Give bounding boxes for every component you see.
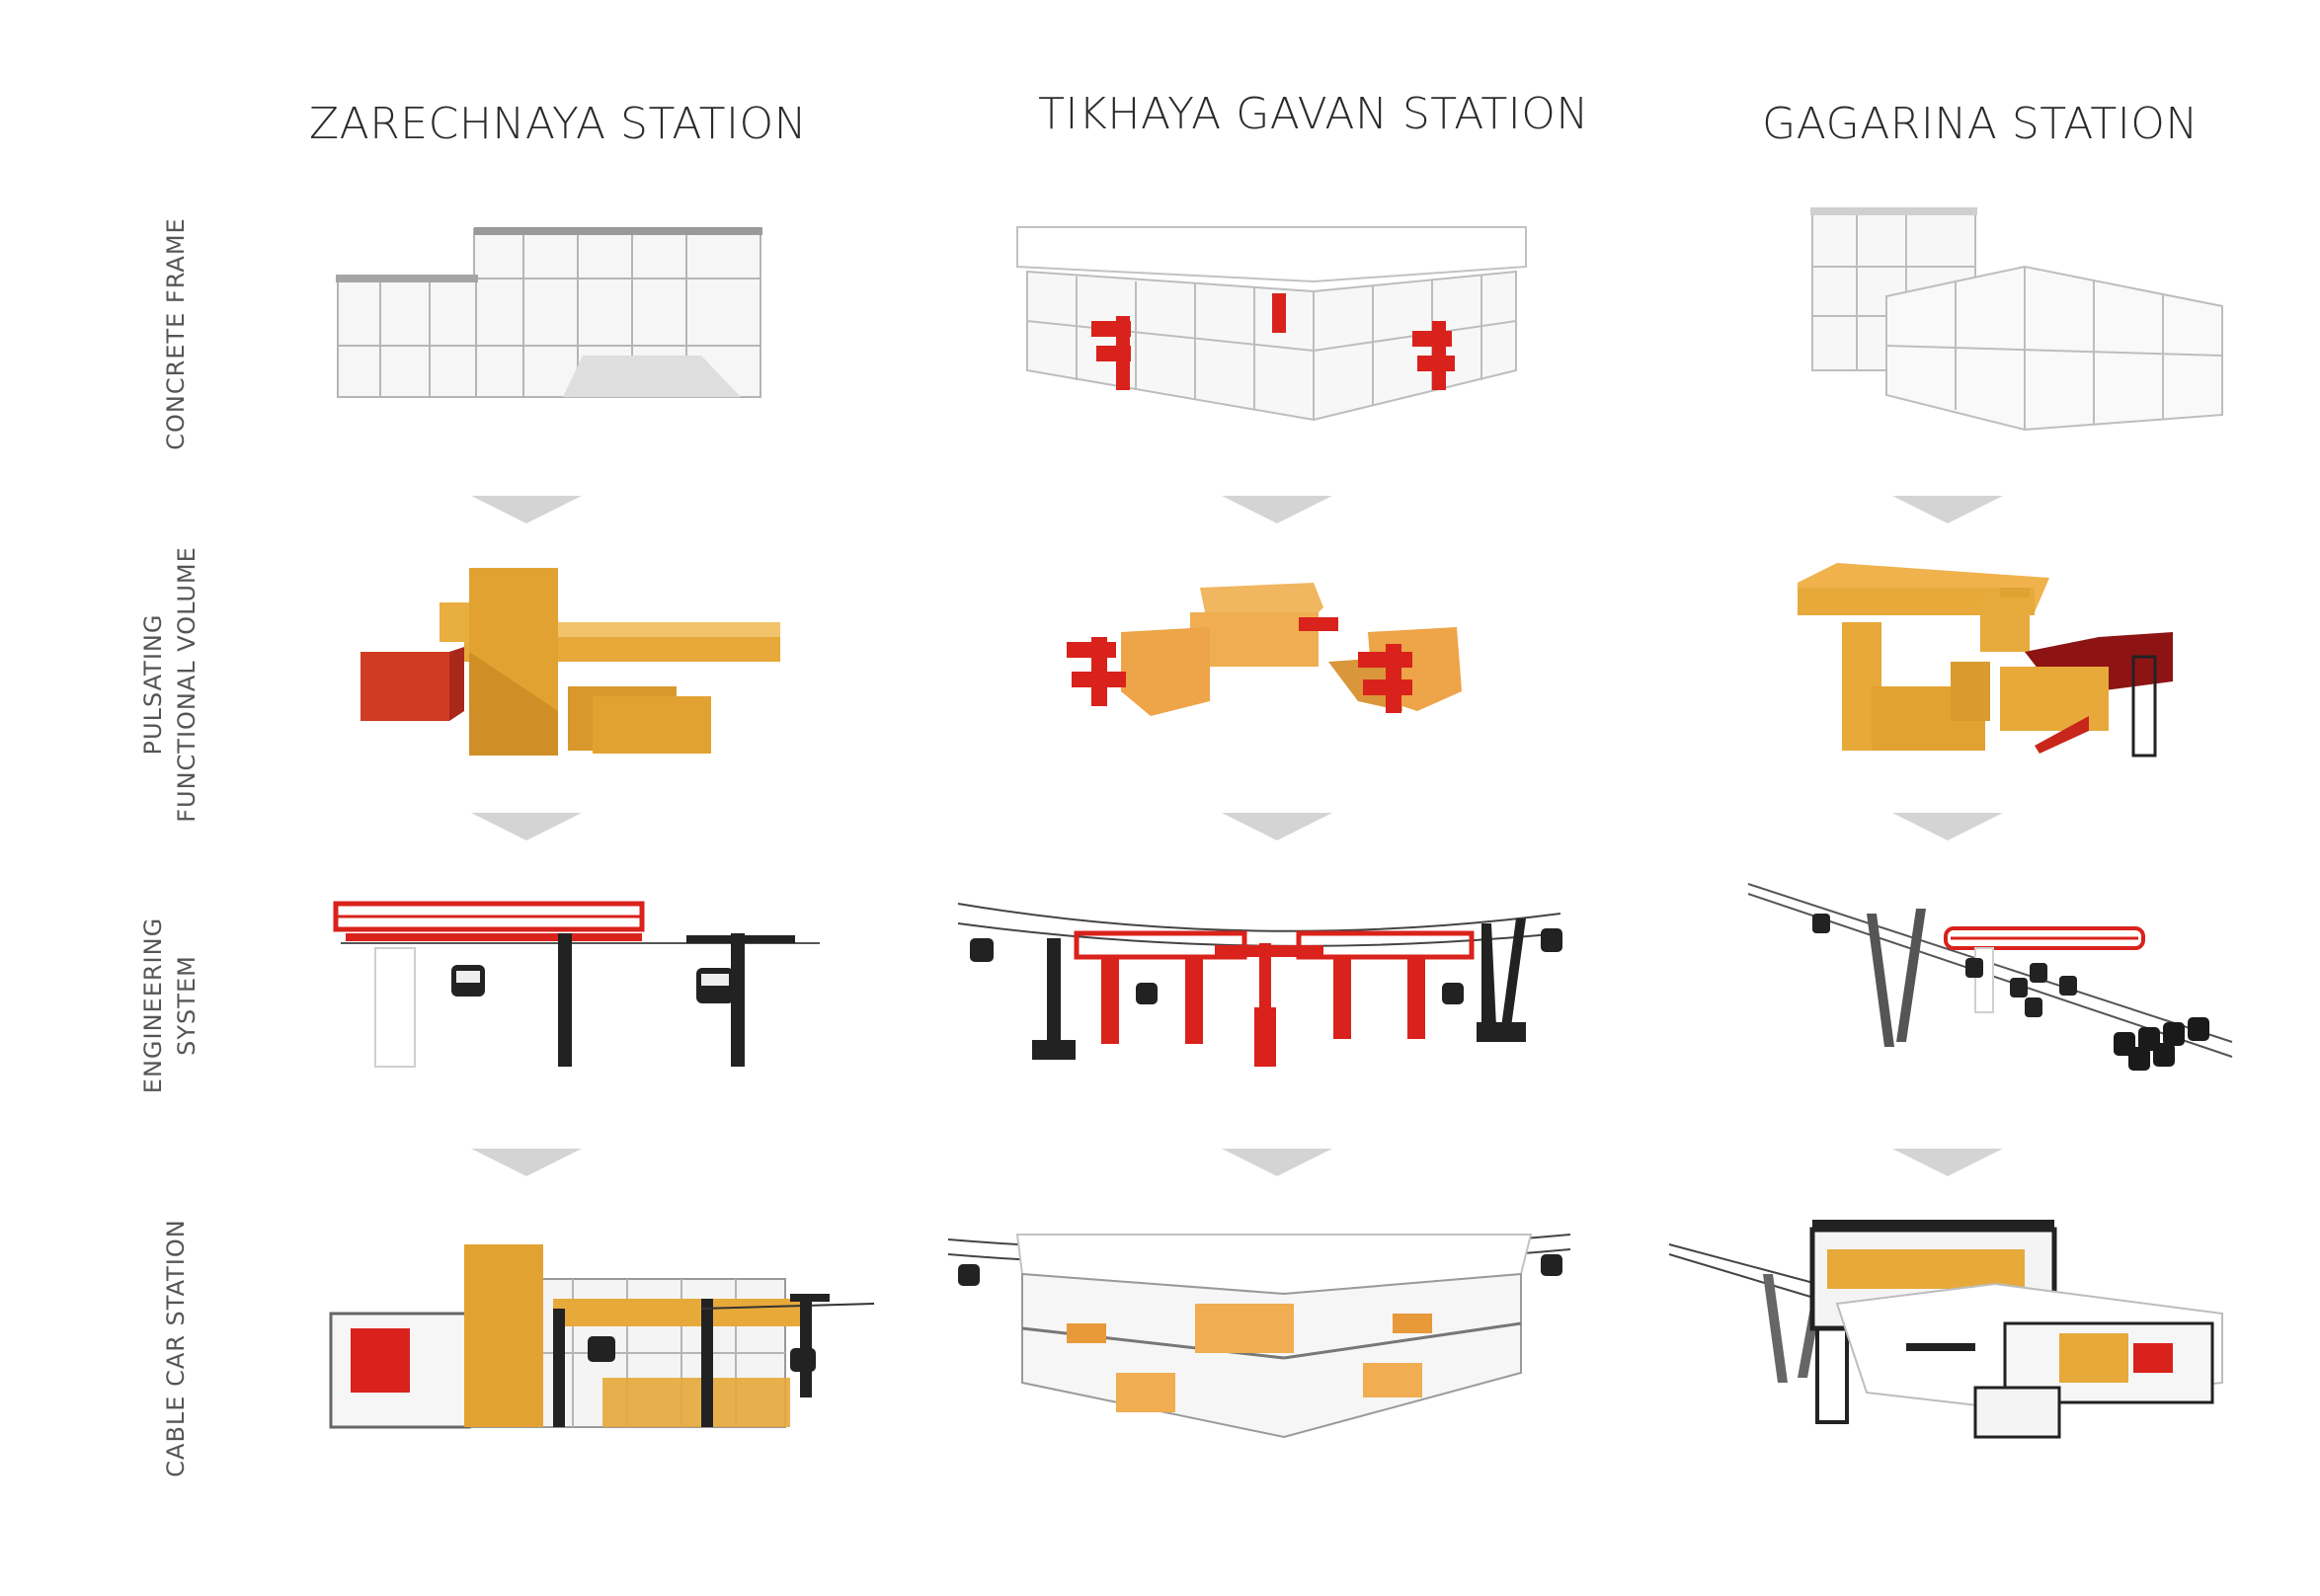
tikhaya-gavan-functional-volume (1067, 583, 1462, 716)
zarechnaya-functional-volume (360, 568, 780, 756)
down-arrow-icon (471, 1149, 582, 1176)
down-arrow-icon (1892, 813, 2003, 840)
row-label-line: ENGINEERING (139, 917, 167, 1094)
row-label-engineering-system: ENGINEERING SYSTEM (136, 918, 203, 1093)
zarechnaya-concrete-frame (336, 227, 762, 398)
down-arrow-icon (471, 813, 582, 840)
row-label-functional-volume: PULSATING FUNCTIONAL VOLUME (136, 546, 203, 823)
down-arrow-icon (1892, 1149, 2003, 1176)
row-label-line: SYSTEM (173, 955, 200, 1056)
zarechnaya-engineering-system (333, 901, 820, 1068)
tikhaya-gavan-cable-car-station (947, 1234, 1571, 1439)
row-label-cable-car-station: CABLE CAR STATION (159, 1219, 193, 1476)
row-label-line: CONCRETE FRAME (162, 217, 190, 450)
tikhaya-gavan-engineering-system (957, 903, 1562, 1067)
down-arrow-icon (1222, 813, 1332, 840)
down-arrow-icon (1222, 496, 1332, 523)
zarechnaya-cable-car-station (329, 1244, 875, 1429)
column-title-gagarina: GAGARINA STATION (1762, 99, 2199, 149)
tikhaya-gavan-concrete-frame (1016, 226, 1527, 422)
row-label-line: CABLE CAR STATION (162, 1219, 190, 1477)
down-arrow-icon (471, 496, 582, 523)
column-title-zarechnaya: ZARECHNAYA STATION (308, 99, 808, 149)
gagarina-functional-volume (1798, 563, 2173, 758)
gagarina-concrete-frame (1810, 207, 2223, 432)
column-title-tikhaya-gavan: TIKHAYA GAVAN STATION (1038, 89, 1589, 139)
gagarina-engineering-system (1747, 883, 2233, 1071)
gagarina-cable-car-station (1668, 1220, 2223, 1439)
down-arrow-icon (1892, 496, 2003, 523)
row-label-line: FUNCTIONAL VOLUME (173, 546, 200, 823)
row-label-line: PULSATING (139, 613, 167, 756)
row-label-concrete-frame: CONCRETE FRAME (159, 217, 193, 449)
down-arrow-icon (1222, 1149, 1332, 1176)
